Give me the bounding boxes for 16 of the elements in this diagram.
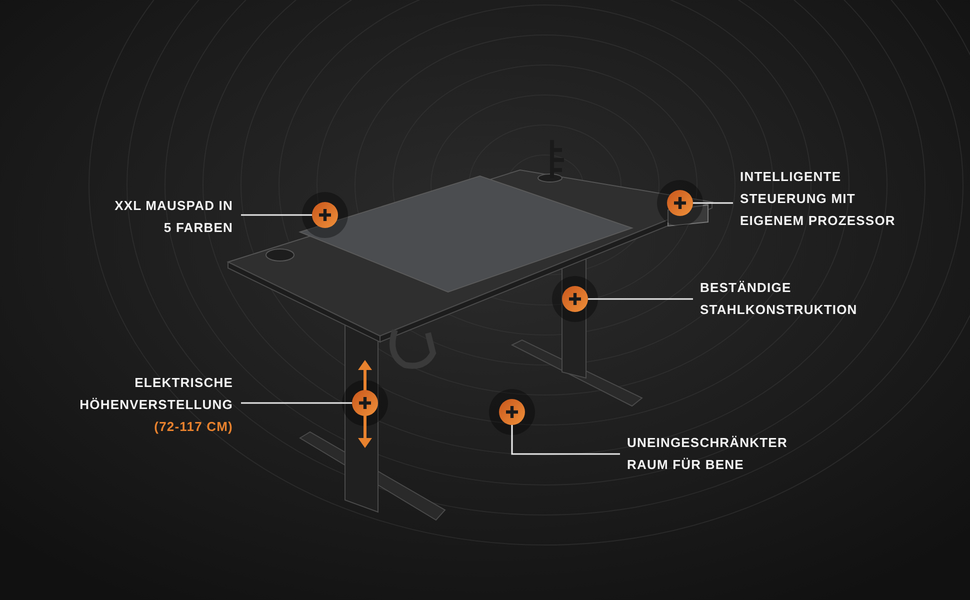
leader-line — [241, 402, 352, 404]
callout-marker — [312, 202, 338, 228]
dimension-label: (72-117 CM) — [153, 418, 233, 436]
leader-line — [241, 214, 312, 216]
callout-label: ELEKTRISCHE HÖHENVERSTELLUNG — [78, 374, 233, 414]
leader-line — [693, 202, 733, 204]
callout-label: UNEINGESCHRÄNKTER RAUM FÜR BENE — [627, 434, 788, 474]
callout-label: BESTÄNDIGE STAHLKONSTRUKTION — [700, 279, 858, 319]
leader-line — [511, 425, 620, 455]
callout-marker — [562, 286, 588, 312]
callout-label: INTELLIGENTE STEUERUNG MIT EIGENEM PROZESSOR — [740, 168, 896, 230]
callout-label: XXL MAUSPAD IN 5 FARBEN — [114, 197, 233, 237]
leader-line — [588, 298, 693, 300]
callout-marker — [667, 190, 693, 216]
callout-marker — [352, 390, 378, 416]
callout-marker — [499, 399, 525, 425]
